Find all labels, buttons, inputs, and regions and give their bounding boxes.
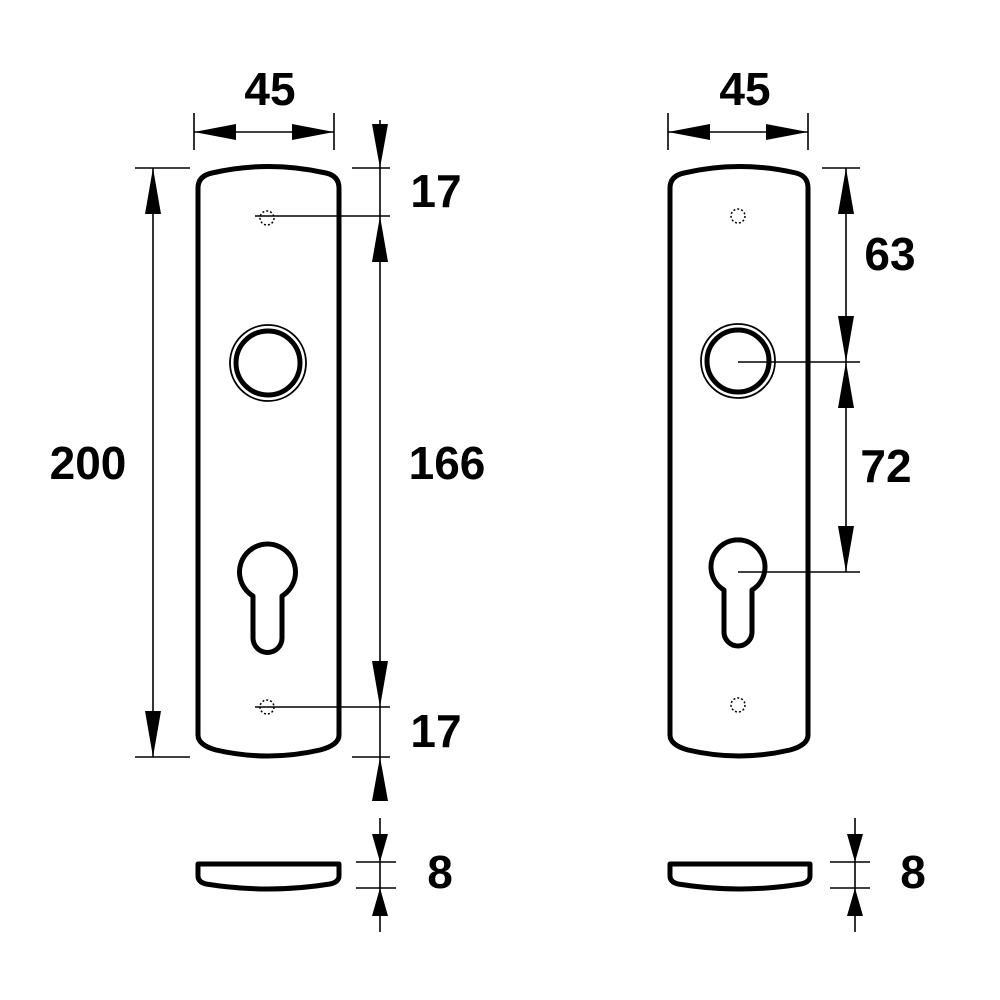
screw-hole-icon [259,210,275,226]
handle-rose-icon [229,324,307,402]
handle-rose-icon [700,323,776,399]
left-thickness-label: 8 [427,846,453,898]
cylinder-keyhole-icon [708,537,768,649]
left-bottom-offset-label: 17 [410,705,461,757]
right-plate [667,164,813,892]
left-screw-spacing-label: 166 [409,437,486,489]
right-thickness-label: 8 [900,846,926,898]
left-width-label: 45 [244,63,295,115]
right-profile [667,861,813,892]
screw-hole-icon [730,697,746,713]
right-top-to-handle-label: 63 [864,228,915,280]
left-profile [195,861,342,892]
right-width-label: 45 [719,63,770,115]
right-dimensions: 45 63 72 8 [667,63,926,932]
left-top-offset-label: 17 [410,165,461,217]
right-handle-to-cylinder-label: 72 [860,440,911,492]
screw-hole-icon [730,208,746,224]
left-dimensions: 45 200 17 166 17 8 [50,63,486,932]
left-plate [195,164,342,892]
cylinder-keyhole-icon [237,541,298,655]
left-height-label: 200 [50,437,127,489]
